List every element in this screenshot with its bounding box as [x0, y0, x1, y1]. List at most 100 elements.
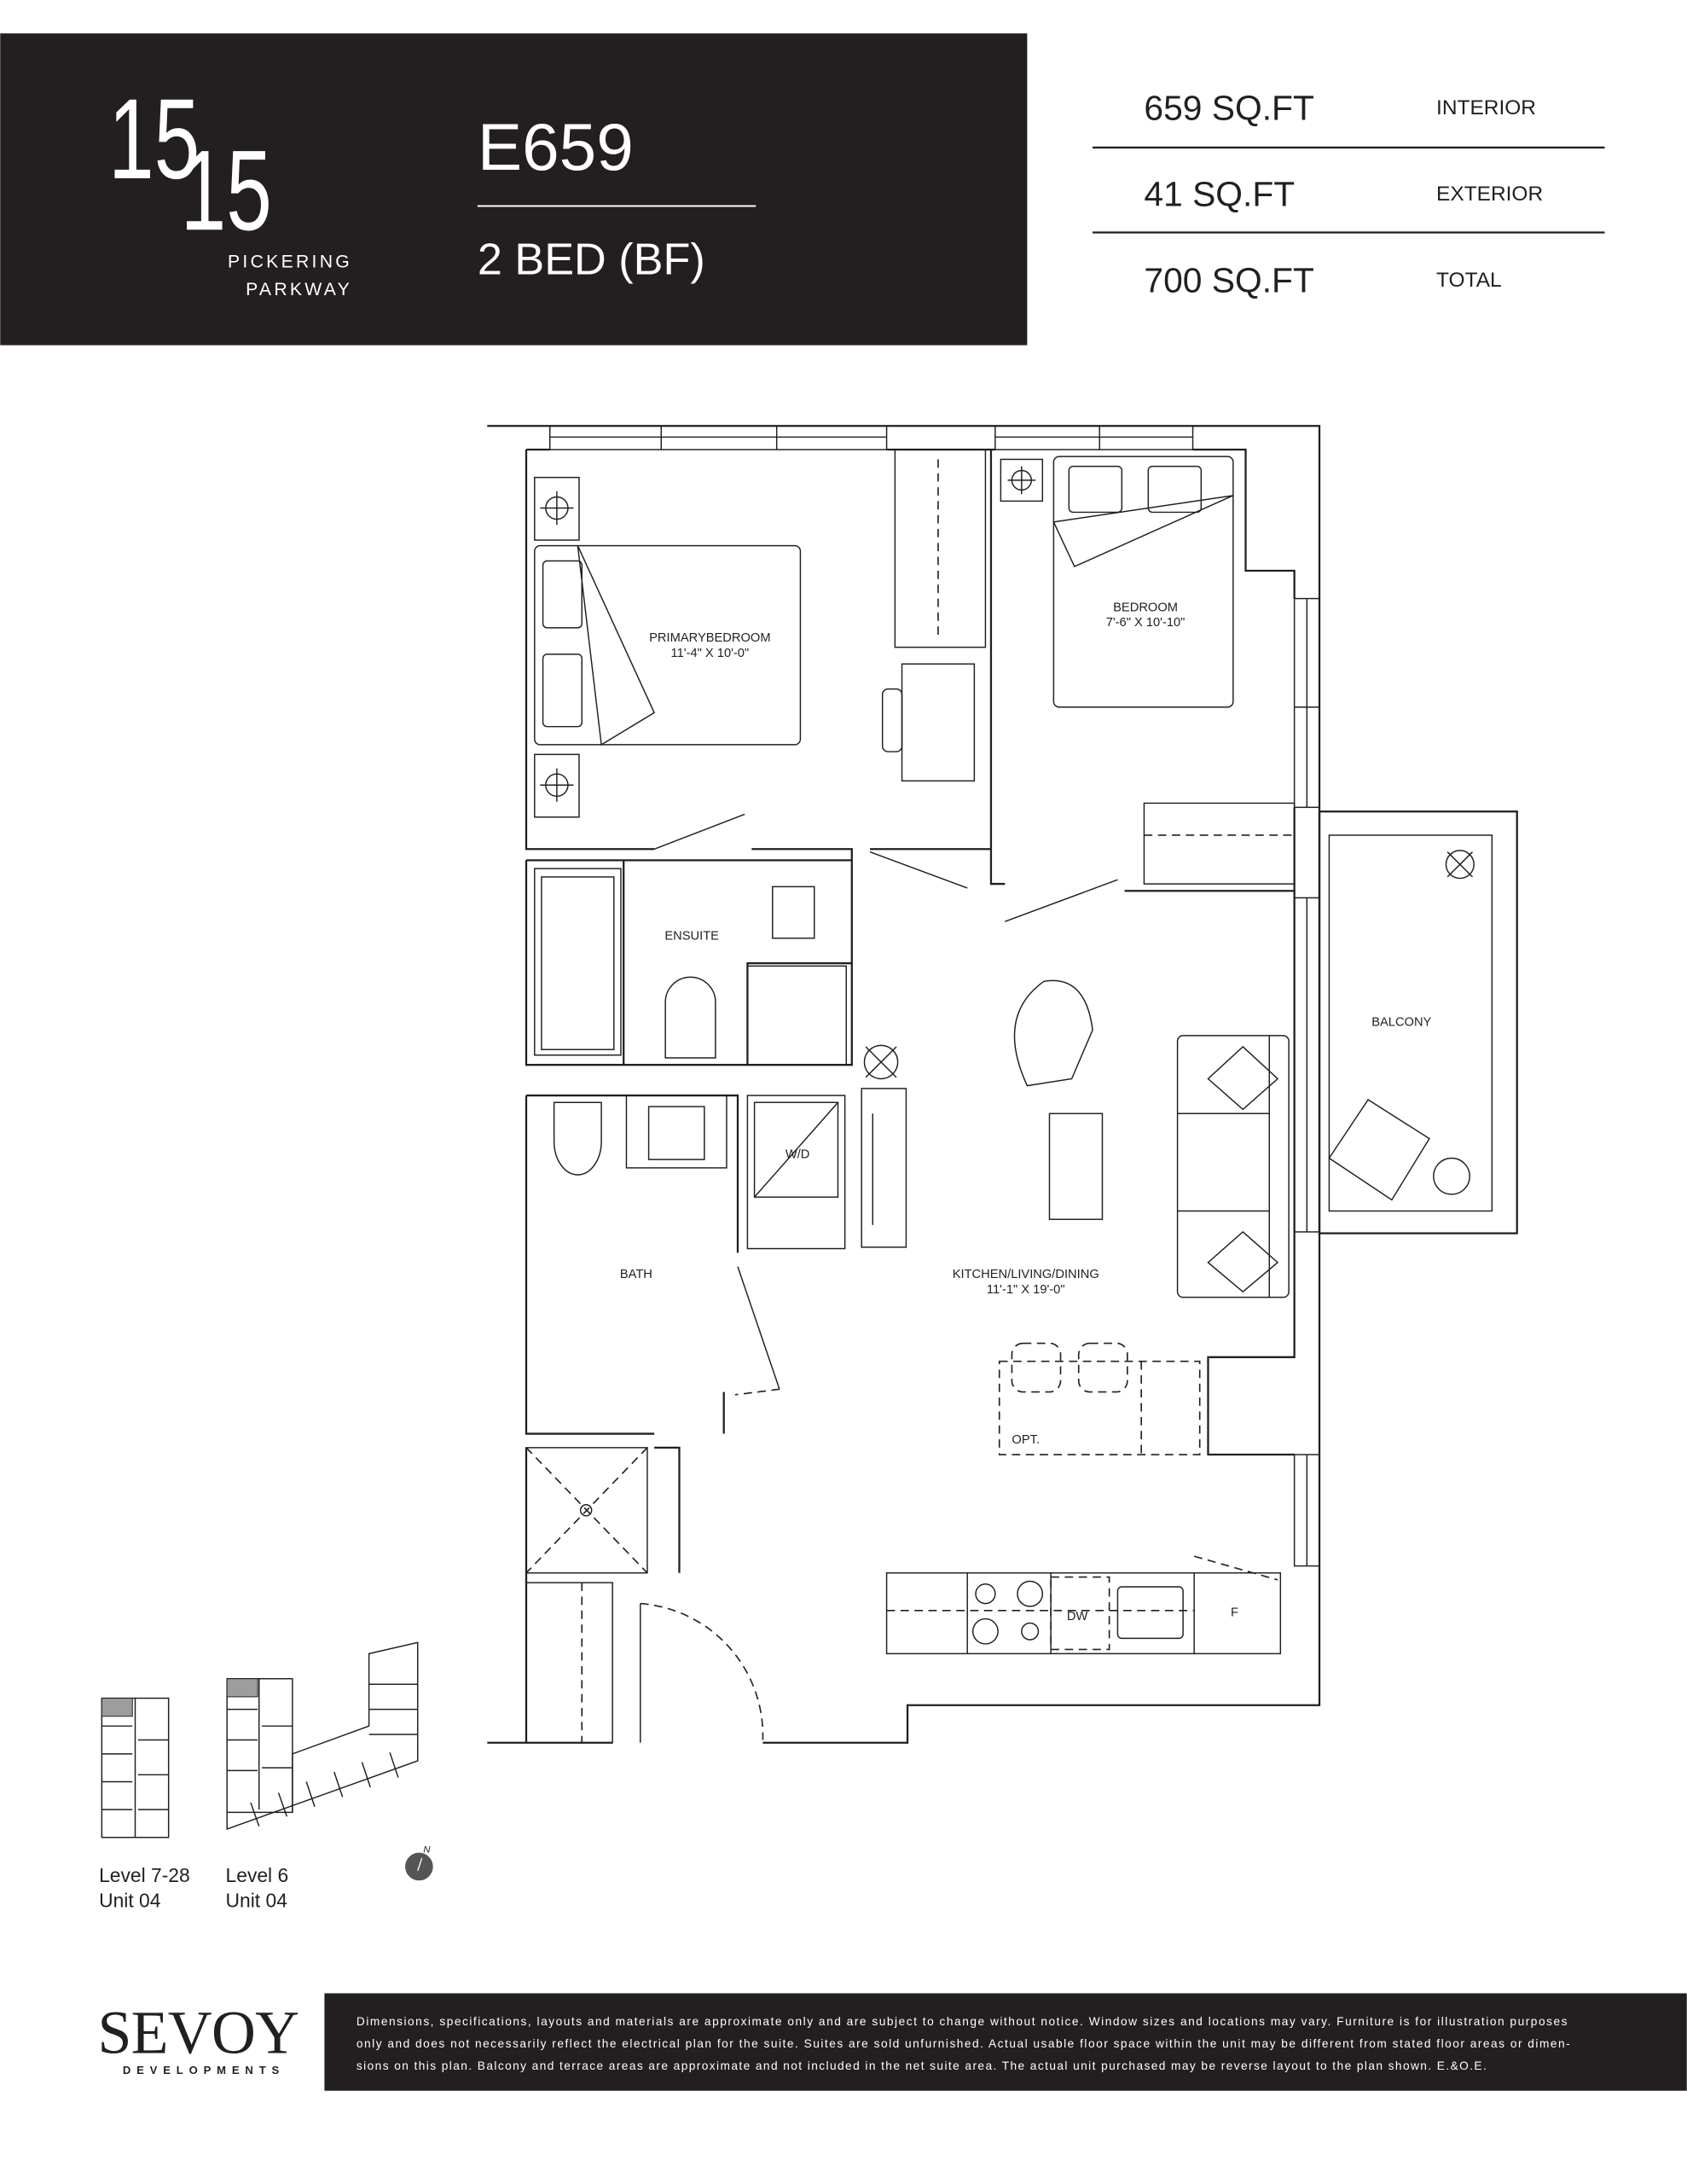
header: 15 15 PICKERING PARKWAY E659 2 BED (BF) … — [0, 33, 1605, 346]
unit-type: 2 BED (BF) — [478, 235, 705, 284]
pillow — [542, 653, 583, 728]
area-total-value: 700 SQ.FT — [1144, 261, 1313, 300]
lamp-icon — [534, 458, 1044, 818]
desk — [901, 663, 976, 782]
keyplan-level-label: Level 7-28 — [99, 1864, 190, 1886]
balcony-inner — [1328, 834, 1493, 1212]
laundry-closet — [746, 1095, 846, 1250]
bedroom-bed — [1052, 456, 1234, 708]
toilet — [664, 976, 716, 1059]
disclaimer-text: sions on this plan. Balcony and terrace … — [357, 2059, 1487, 2072]
primary-door — [653, 813, 745, 850]
pillow — [1068, 465, 1123, 514]
primary-closet — [894, 449, 987, 648]
keyplan-level-label: Level 6 — [226, 1864, 289, 1886]
balcony-chair — [1328, 1098, 1430, 1201]
entry-door-swing — [640, 1602, 764, 1740]
room-label-primary-bedroom: PRIMARYBEDROOM — [649, 631, 770, 645]
north-label: N — [423, 1845, 431, 1856]
entry-closet — [525, 1582, 613, 1744]
vanity — [625, 1095, 728, 1169]
keyplan-level-6 — [226, 1641, 419, 1830]
keyplan-unit-label: Unit 04 — [226, 1889, 288, 1911]
kitchen-counter — [885, 1571, 1282, 1655]
door-swing — [734, 1388, 780, 1396]
project-logo: 15 15 PICKERING PARKWAY — [108, 74, 352, 299]
logo-15-bottom: 15 — [181, 126, 272, 254]
pillow — [542, 560, 583, 629]
room-label-wd: W/D — [786, 1148, 810, 1162]
stool — [1077, 1342, 1128, 1393]
area-exterior-value: 41 SQ.FT — [1144, 174, 1295, 213]
plant-icon — [1445, 850, 1475, 880]
shower-drain-lines — [525, 1447, 648, 1574]
keyplan-unit-label: Unit 04 — [99, 1889, 161, 1911]
balcony-outline — [1318, 810, 1518, 1234]
unit-highlight — [101, 1698, 133, 1717]
sevoy-logo-sub: DEVELOPMENTS — [123, 2064, 285, 2077]
keyplan: Level 7-28 Unit 04 Level 6 Unit 04 N — [99, 1641, 433, 1911]
label-fridge: F — [1231, 1606, 1238, 1619]
cushion — [1207, 1045, 1279, 1111]
room-dims-bedroom: 7'-6" X 10'-10" — [1106, 616, 1186, 630]
area-table: 659 SQ.FT INTERIOR 41 SQ.FT EXTERIOR 700… — [1093, 88, 1605, 300]
bedroom-closet — [1143, 802, 1296, 885]
living-wall — [1207, 891, 1296, 1456]
keyplan-level-7-28 — [101, 1697, 170, 1838]
ensuite-door — [869, 851, 968, 889]
disclaimer-text: Dimensions, specifications, layouts and … — [357, 2015, 1568, 2028]
room-label-ensuite: ENSUITE — [664, 929, 719, 943]
area-total-label: TOTAL — [1436, 269, 1502, 292]
washer-dryer — [753, 1101, 839, 1198]
room-dims-primary-bedroom: 11'-4" X 10'-0" — [671, 647, 750, 660]
plant-icon — [863, 1044, 899, 1080]
label-dw: DW — [1067, 1610, 1088, 1623]
bed-sheet — [1052, 495, 1234, 568]
footer: SEVOY DEVELOPMENTS Dimensions, specifica… — [97, 1993, 1687, 2091]
room-label-balcony: BALCONY — [1371, 1015, 1431, 1029]
room-label-bedroom: BEDROOM — [1113, 601, 1178, 614]
wd-diagonal — [754, 1101, 839, 1198]
stool — [1011, 1342, 1062, 1393]
unit-code: E659 — [478, 109, 634, 184]
ensuite-wall — [525, 859, 852, 1066]
optional-island — [998, 1360, 1201, 1455]
shower — [525, 1447, 648, 1574]
room-dims-kitchen: 11'-1" X 19'-0" — [987, 1283, 1065, 1297]
exterior-wall — [487, 425, 1321, 1744]
sofa — [1176, 1035, 1290, 1298]
floor-plan: PRIMARYBEDROOM 11'-4" X 10'-0" BEDROOM 7… — [487, 425, 1518, 1744]
area-interior-value: 659 SQ.FT — [1144, 88, 1313, 127]
interior-wall-line — [525, 448, 1296, 1066]
sink — [772, 886, 815, 939]
unit-highlight — [226, 1678, 258, 1698]
bath-toilet — [553, 1101, 602, 1176]
area-interior-label: INTERIOR — [1436, 96, 1536, 119]
coffee-table — [1048, 1112, 1104, 1221]
tv-console — [861, 1088, 907, 1248]
sevoy-logo: SEVOY — [97, 1999, 299, 2067]
room-label-kitchen: KITCHEN/LIVING/DINING — [953, 1268, 1099, 1281]
area-exterior-label: EXTERIOR — [1436, 183, 1543, 206]
logo-parkway: PARKWAY — [246, 280, 352, 299]
fridge-door-swing — [1193, 1555, 1278, 1581]
dishwasher — [1050, 1576, 1110, 1651]
bed-sheet — [577, 545, 656, 746]
logo-pickering: PICKERING — [228, 252, 352, 271]
bath-door — [737, 1266, 780, 1390]
bath-wall — [525, 1094, 739, 1743]
bedroom-door — [1005, 879, 1118, 922]
bathtub — [534, 868, 622, 1056]
disclaimer-panel — [324, 1993, 1687, 2091]
bathtub-inner — [541, 876, 615, 1050]
cooktop-icon — [972, 1580, 1044, 1645]
logo-15-top: 15 — [108, 74, 200, 202]
room-label-bath: BATH — [620, 1268, 652, 1281]
disclaimer-text: only and does not necessarily reflect th… — [357, 2037, 1570, 2050]
header-panel — [0, 33, 1028, 346]
armchair — [1013, 979, 1093, 1087]
pillow — [1147, 465, 1203, 514]
cushion — [1207, 1230, 1279, 1293]
room-label-opt: OPT. — [1012, 1433, 1040, 1447]
